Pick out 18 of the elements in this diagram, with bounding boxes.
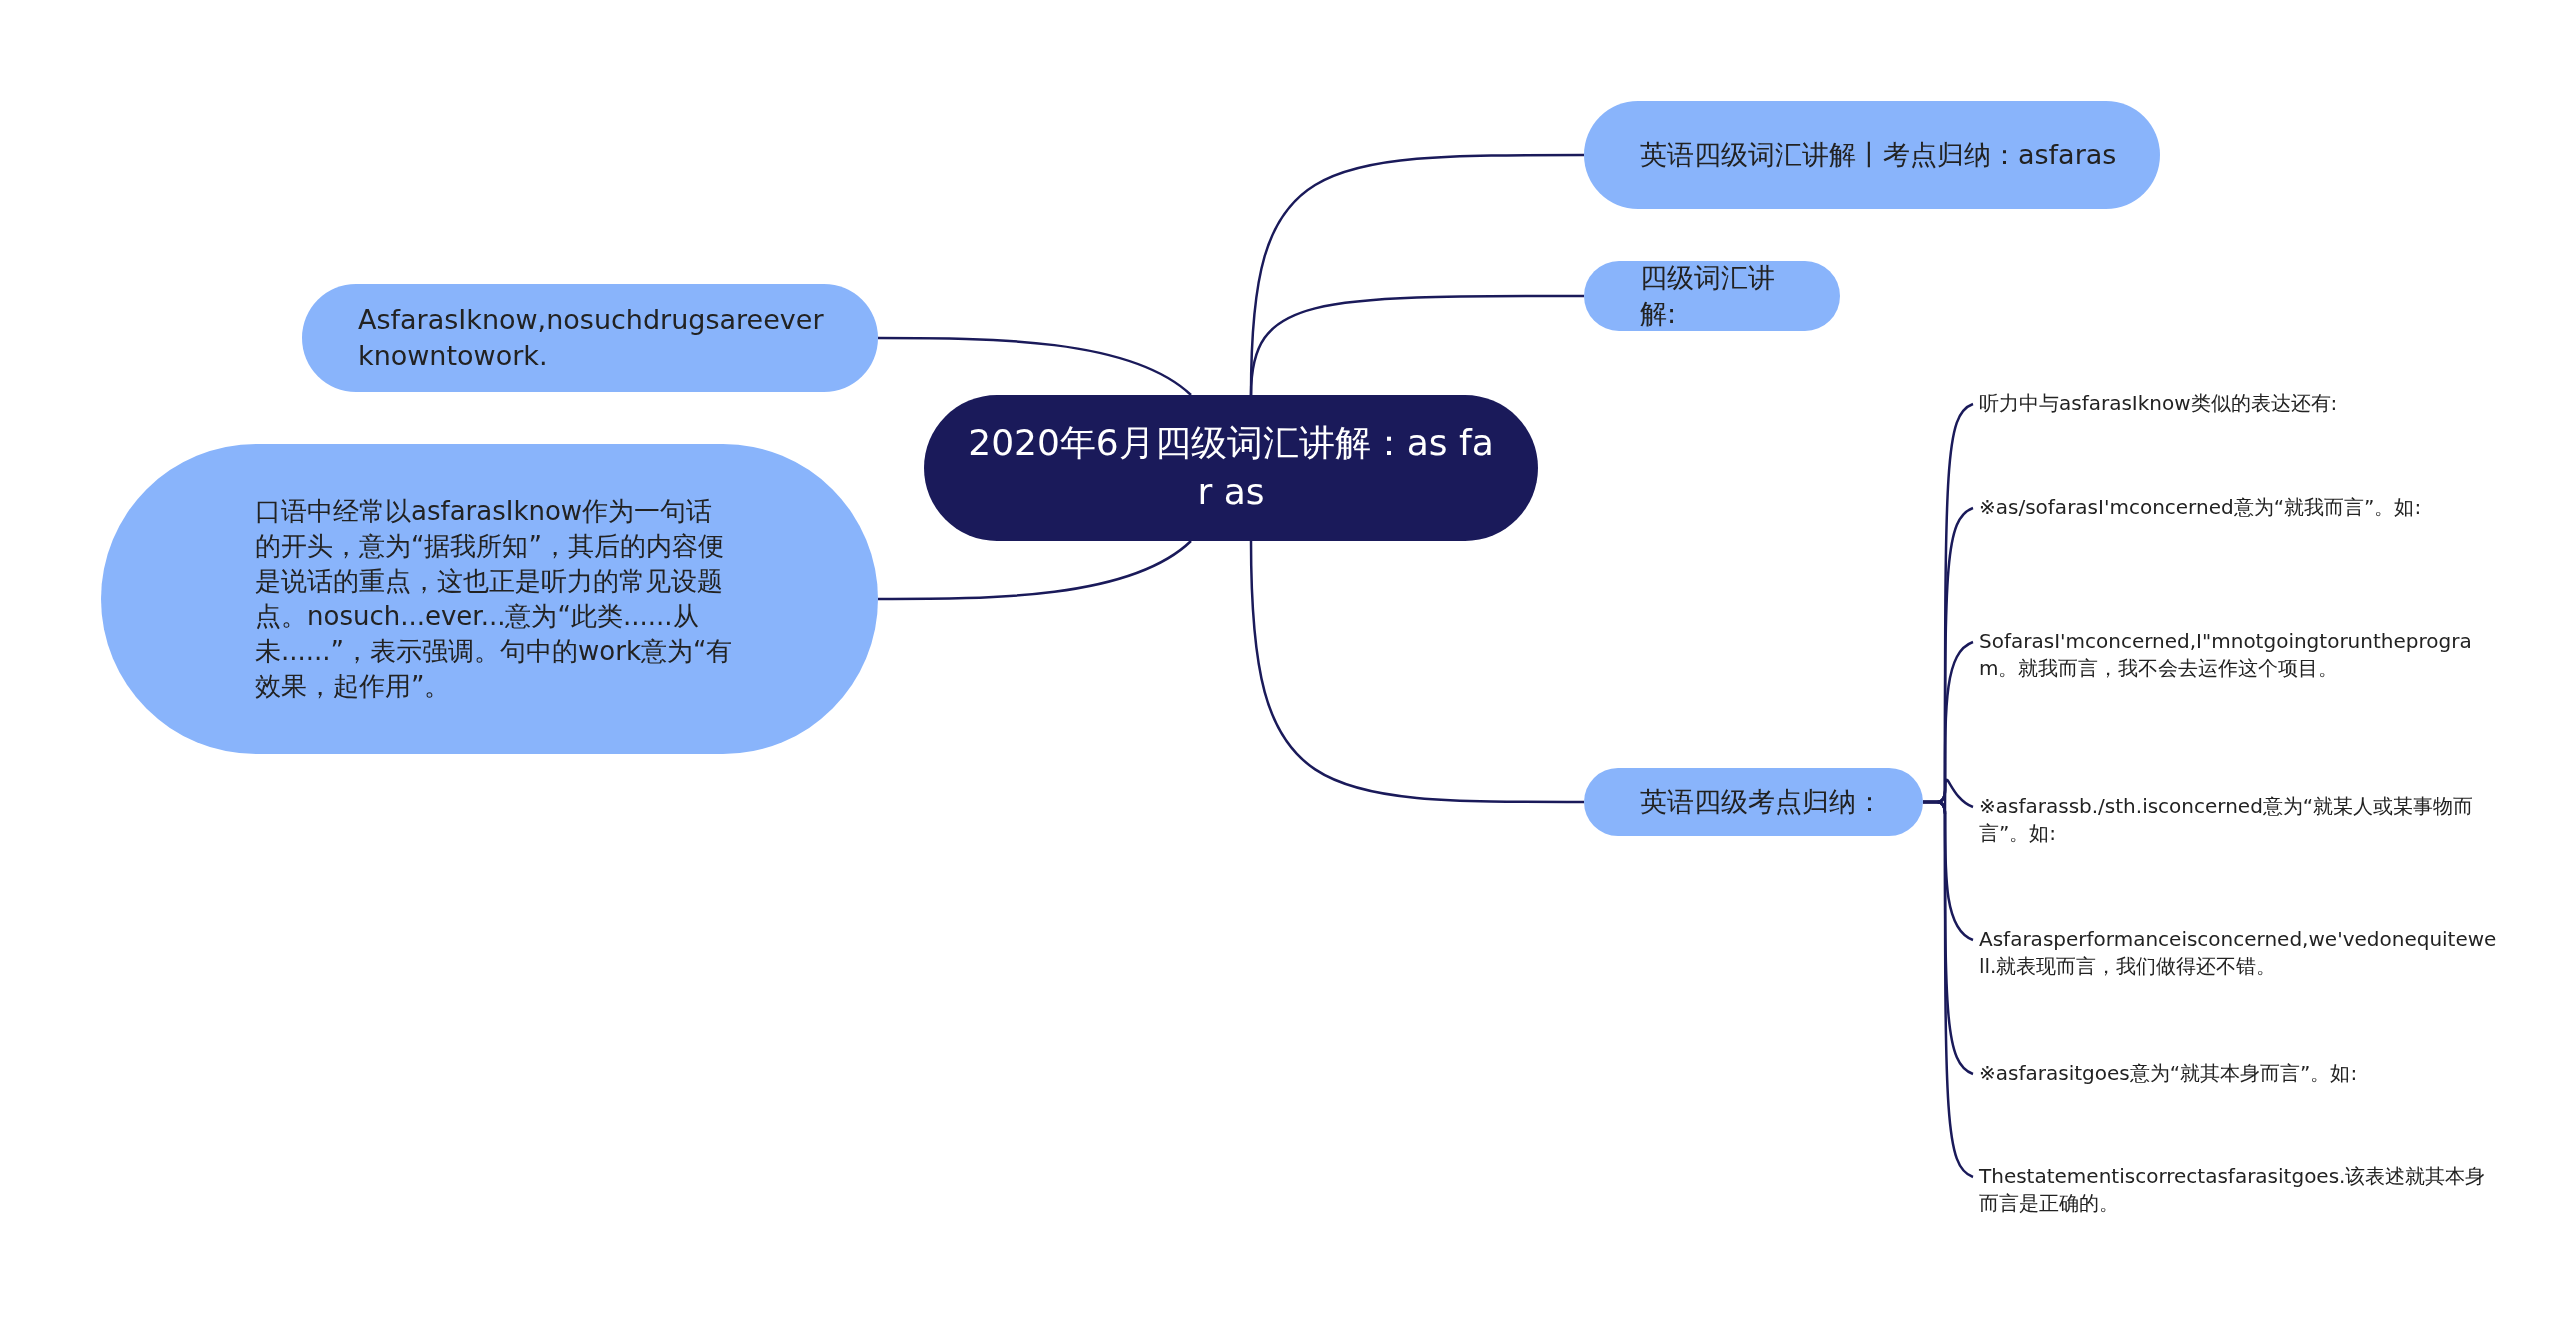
note-text: ※as/sofarasI'mconcerned意为“就我而言”。如: [1979,494,2422,521]
topic-text: AsfarasIknow,nosuchdrugsareeverknowntowork. [358,302,825,373]
connector-line [878,336,1192,396]
topic-text: 2020年6月四级词汇讲解：as far as [967,421,1495,514]
note-text: ※asfarasitgoes意为“就其本身而言”。如: [1979,1060,2358,1087]
connector-line [1249,294,1584,396]
topic-text: 英语四级词汇讲解丨考点归纳：asfaras [1640,137,2117,172]
note-text: ※asfarassb./sth.isconcerned意为“就某人或某事物而言”。如: [1979,793,2475,847]
topic-text: 英语四级考点归纳： [1640,784,1883,819]
note-text: Asfarasperformanceisconcerned,we'vedonequitewell.就表现而言，我们做得还不错。 [1979,926,2498,980]
topic-text: 口语中经常以asfarasIknow作为一句话的开头，意为“据我所知”，其后的内容便是说话的重点，这也正是听力的常见设题点。nosuch...ever...意为“此类......从未......”，表示强调。句中的work意为“有效果，起作用”。 [255,494,734,704]
connector-line [878,540,1192,601]
topic-text: 四级词汇讲解: [1640,260,1776,331]
note-text: SofarasI'mconcerned,I"mnotgoingtoruntheprogram。就我而言，我不会去运作这个项目。 [1979,628,2473,682]
note-text: Thestatementiscorrectasfarasitgoes.该表述就其本身而言是正确的。 [1979,1163,2487,1217]
connector-line [1249,540,1584,804]
connector-line [1923,800,1974,1179]
note-text: 听力中与asfarasIknow类似的表达还有: [1979,390,2338,417]
